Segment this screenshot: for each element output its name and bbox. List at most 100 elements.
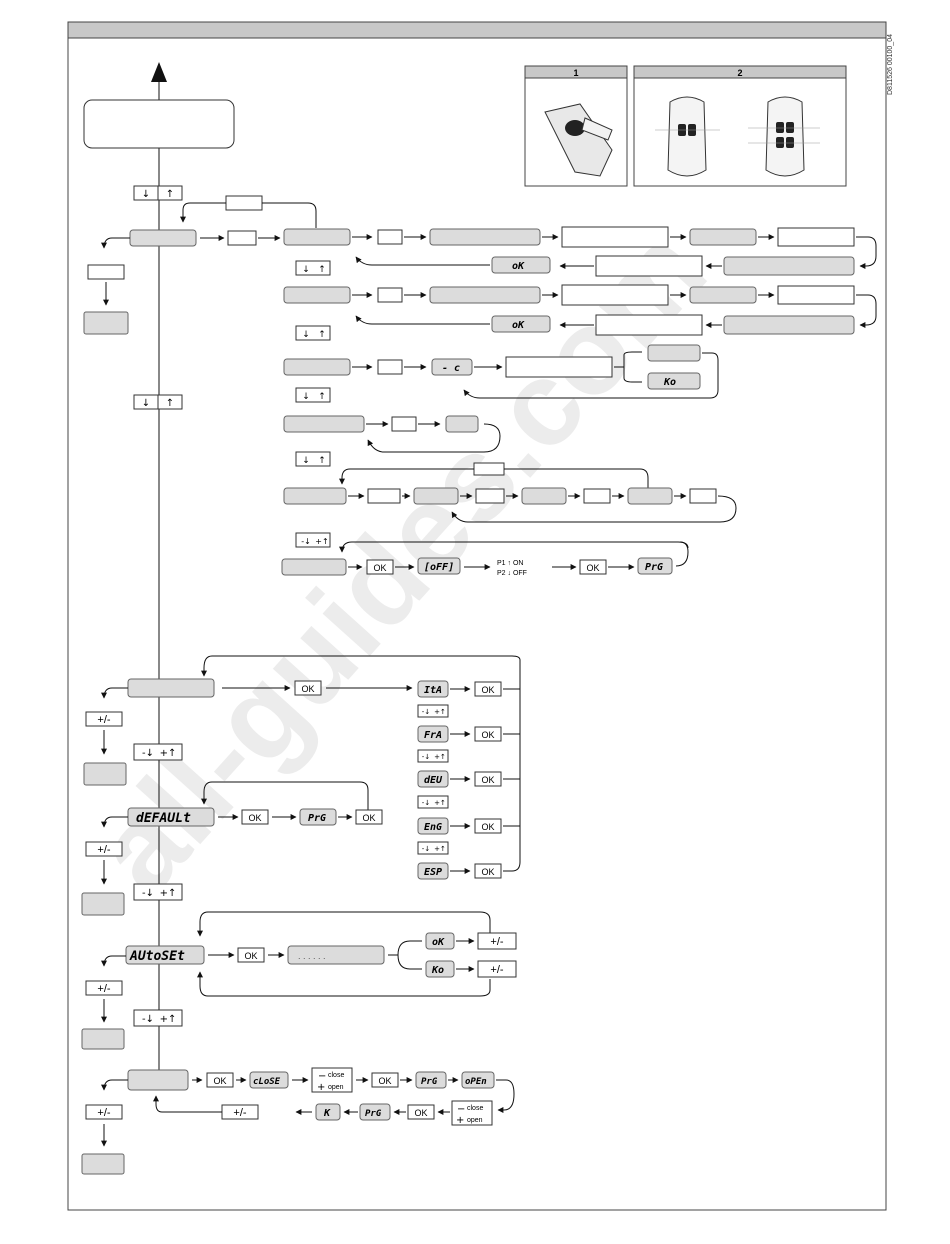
svg-text:OK: OK: [481, 730, 494, 740]
svg-text:↑: ↑: [166, 398, 174, 409]
svg-text:↑: ↑: [318, 456, 326, 466]
svg-text:-↓: -↓: [301, 537, 311, 546]
nav-minus-plus-2: -↓ +↑: [133, 743, 183, 761]
remote-four-button-image: [748, 96, 820, 177]
menu1-left-branch: [101, 237, 130, 249]
svg-text:↑: ↑: [166, 189, 174, 200]
top-arrow-head: [151, 62, 167, 82]
svg-text:-↓: -↓: [422, 799, 430, 807]
panel-2-label: 2: [737, 68, 742, 78]
menu1-left-value: [87, 264, 125, 280]
remote-hand-image: [544, 103, 613, 177]
svg-text:↓: ↓: [302, 392, 310, 402]
language-menu-box: [127, 678, 215, 698]
nav-down-up-1: ↓ ↑: [133, 185, 183, 201]
close-open-key-1: − close + open: [311, 1067, 353, 1093]
svg-text:OK: OK: [362, 813, 375, 823]
svg-text:dEFAULt: dEFAULt: [136, 811, 191, 826]
sub-item-2: [283, 286, 351, 304]
panel-2: 2: [633, 65, 847, 187]
svg-text:close: close: [467, 1105, 483, 1112]
svg-text:+↑: +↑: [434, 799, 446, 807]
svg-text:OK: OK: [248, 813, 261, 823]
svg-text:+↑: +↑: [434, 845, 446, 853]
svg-text:PrG: PrG: [365, 1109, 382, 1119]
ok-seg-box-2: [491, 315, 551, 333]
svg-text:+↑: +↑: [160, 1014, 177, 1025]
svg-text:ItA: ItA: [424, 685, 442, 696]
panel-1-label: 1: [573, 68, 578, 78]
ko-seg-box-1: [647, 372, 701, 390]
svg-text:OK: OK: [244, 951, 257, 961]
nav-minus-plus-3: -↓ +↑: [133, 883, 183, 901]
svg-text:+↑: +↑: [434, 708, 446, 716]
svg-text:P2 ↓ OFF: P2 ↓ OFF: [497, 570, 527, 577]
svg-text:FrA: FrA: [424, 730, 442, 741]
svg-text:-↓: -↓: [142, 888, 154, 899]
svg-text:+/-: +/-: [233, 1107, 246, 1119]
svg-text:P1 ↑ ON: P1 ↑ ON: [497, 560, 523, 567]
autoset-box: [125, 945, 205, 965]
svg-text:OK: OK: [586, 563, 599, 573]
svg-text:K: K: [323, 1108, 331, 1119]
svg-text:+/-: +/-: [97, 1107, 110, 1119]
display-box: [83, 99, 235, 149]
svg-text:. . . . . .: . . . . . .: [298, 951, 326, 961]
svg-text:ESP: ESP: [424, 867, 442, 878]
svg-text:oK: oK: [512, 261, 525, 272]
svg-text:-↓: -↓: [422, 753, 430, 761]
svg-text:[oFF]: [oFF]: [424, 562, 454, 573]
ok-seg-box-1: [491, 256, 551, 274]
svg-text:+↑: +↑: [160, 748, 177, 759]
svg-text:EnG: EnG: [424, 822, 442, 833]
prg-box-1: [637, 557, 673, 575]
close-open-key-2: − close + open: [451, 1100, 493, 1126]
nav-down-up-3: ↓ ↑: [295, 260, 331, 276]
svg-text:AUtoSEt: AUtoSEt: [129, 949, 185, 964]
svg-text:OK: OK: [481, 822, 494, 832]
svg-text:+/-: +/-: [97, 844, 110, 856]
svg-text:PrG: PrG: [421, 1077, 438, 1087]
svg-text:OK: OK: [414, 1108, 427, 1118]
svg-text:oK: oK: [512, 320, 525, 331]
submenu-value-box: [227, 230, 257, 246]
nav-down-up-6: ↓ ↑: [295, 451, 331, 467]
svg-text:OK: OK: [481, 685, 494, 695]
nav-minus-plus-1: -↓ +↑: [295, 532, 331, 548]
svg-text:open: open: [467, 1117, 483, 1124]
svg-text:cLoSE: cLoSE: [253, 1077, 281, 1087]
svg-text:oK: oK: [432, 937, 445, 948]
svg-text:↑: ↑: [318, 392, 326, 402]
svg-text:OK: OK: [481, 867, 494, 877]
menu-box-1: [129, 229, 197, 247]
svg-text:- c: - c: [442, 363, 460, 374]
svg-text:+/-: +/-: [490, 936, 503, 948]
header-bar: [67, 21, 887, 39]
svg-text:OK: OK: [378, 1076, 391, 1086]
svg-text:-↓: -↓: [422, 845, 430, 853]
svg-text:OK: OK: [373, 563, 386, 573]
svg-text:−: −: [457, 1104, 465, 1115]
nav-minus-plus-4: -↓ +↑: [133, 1009, 183, 1027]
svg-text:Ko: Ko: [663, 377, 676, 388]
svg-text:-↓: -↓: [422, 708, 430, 716]
off-box: [417, 557, 461, 575]
svg-text:OK: OK: [213, 1076, 226, 1086]
svg-text:oPEn: oPEn: [465, 1077, 487, 1087]
sub-item-3: [283, 358, 351, 376]
sub-item-1: [283, 228, 351, 246]
svg-text:+: +: [317, 1082, 325, 1093]
svg-text:OK: OK: [301, 684, 314, 694]
svg-text:Ko: Ko: [431, 965, 444, 976]
svg-text:OK: OK: [481, 775, 494, 785]
svg-text:↓: ↓: [302, 265, 310, 275]
svg-text:dEU: dEU: [424, 775, 443, 786]
svg-text:−: −: [318, 1071, 326, 1082]
svg-text:+/-: +/-: [97, 714, 110, 726]
svg-text:PrG: PrG: [645, 562, 663, 573]
document-id: D811526 00100_04: [887, 34, 894, 95]
sub-item-5: [283, 487, 347, 505]
svg-text:+↑: +↑: [434, 753, 446, 761]
svg-text:PrG: PrG: [308, 813, 326, 824]
svg-text:↑: ↑: [318, 330, 326, 340]
